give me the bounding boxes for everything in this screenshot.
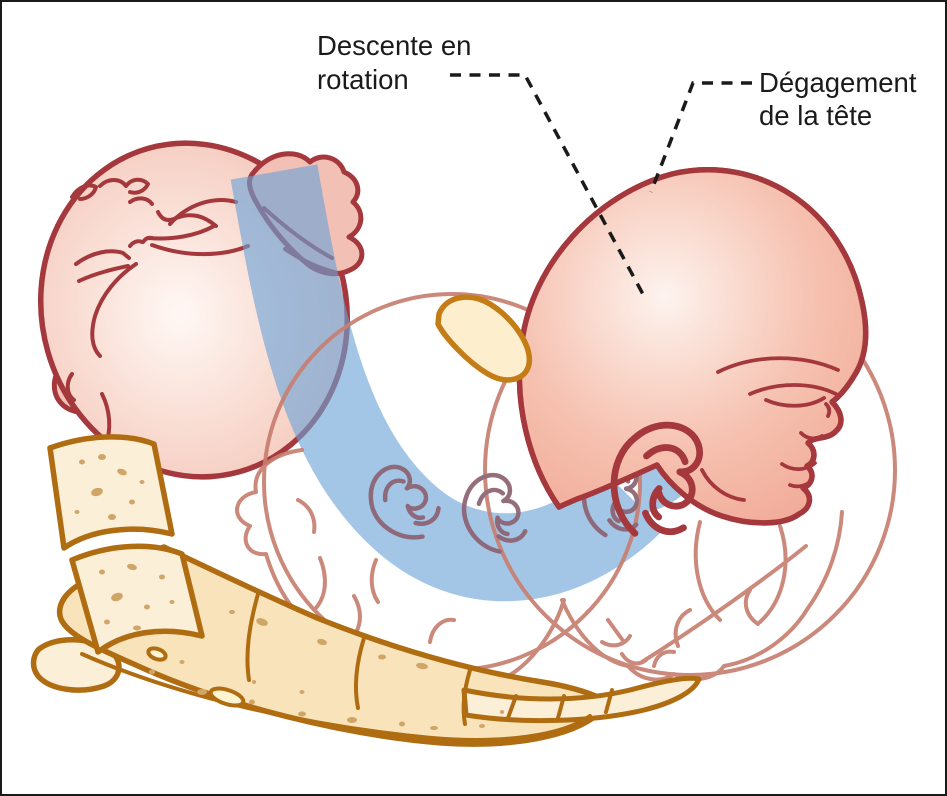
- leader-line-descente: [450, 73, 647, 299]
- rotation-arrow-band: [230, 164, 664, 602]
- left-head-face-lines: [65, 177, 344, 448]
- bone-speckles: [74, 454, 504, 730]
- leader-line-degagement: [649, 81, 752, 193]
- label-descente-line1: Descente en: [317, 30, 471, 61]
- sacrum-coccyx: [30, 434, 702, 747]
- right-head-face: [520, 170, 866, 538]
- label-degagement-line2: de la tête: [759, 100, 872, 131]
- coccyx-tail: [461, 675, 702, 724]
- bone-detail-lines: [80, 592, 614, 742]
- label-descente-line2: rotation: [317, 64, 409, 95]
- pubic-symphysis: [435, 294, 532, 383]
- annotation-labels: Descente en rotation Dégagement de la tê…: [317, 30, 917, 131]
- right-head-face-lines: [700, 356, 840, 502]
- vertebra-1: [47, 434, 175, 551]
- label-degagement-line1: Dégagement: [759, 67, 917, 98]
